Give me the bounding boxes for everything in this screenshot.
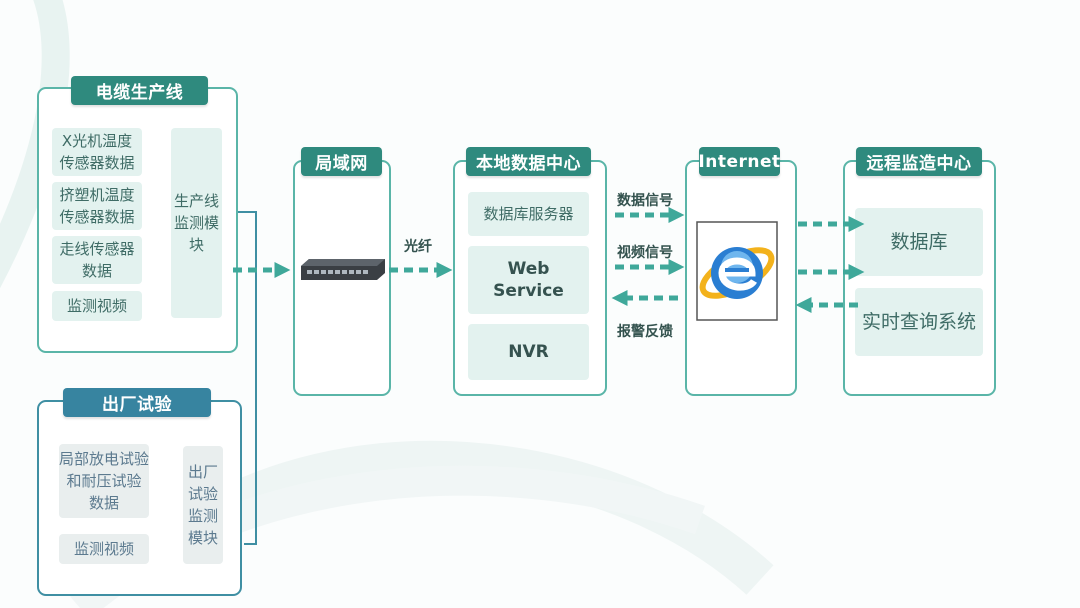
nvr: NVR <box>468 324 589 380</box>
factory-test-module: 出厂 试验 监测 模块 <box>183 446 223 564</box>
cable-line-title: 电缆生产线 <box>71 76 208 105</box>
remote-center-panel <box>843 160 996 396</box>
data-signal-label: 数据信号 <box>617 193 673 209</box>
factory-test-title: 出厂试验 <box>63 388 211 417</box>
internet-explorer-icon <box>696 221 778 321</box>
remote-center-title: 远程监造中心 <box>856 147 982 176</box>
lan-title: 局域网 <box>301 147 382 176</box>
remote-database: 数据库 <box>855 208 983 276</box>
source-wiring-sensor: 走线传感器 数据 <box>52 236 142 284</box>
alarm-feedback-label: 报警反馈 <box>617 324 673 340</box>
local-dc-title: 本地数据中心 <box>466 147 591 176</box>
source-xray-temp: X光机温度 传感器数据 <box>52 128 142 176</box>
source-partial-discharge: 局部放电试验 和耐压试验 数据 <box>59 444 149 518</box>
fiber-label: 光纤 <box>404 239 432 255</box>
network-switch-icon <box>301 259 385 280</box>
production-line-module: 生产线 监测模 块 <box>171 128 222 318</box>
source-monitoring-video: 监测视频 <box>52 291 142 321</box>
web-service: Web Service <box>468 246 589 314</box>
source-test-video: 监测视频 <box>59 534 149 564</box>
source-extruder-temp: 挤塑机温度 传感器数据 <box>52 182 142 230</box>
video-signal-label: 视频信号 <box>617 245 673 261</box>
realtime-query-system: 实时查询系统 <box>855 288 983 356</box>
db-server: 数据库服务器 <box>468 192 589 236</box>
internet-title: Internet <box>698 147 780 176</box>
